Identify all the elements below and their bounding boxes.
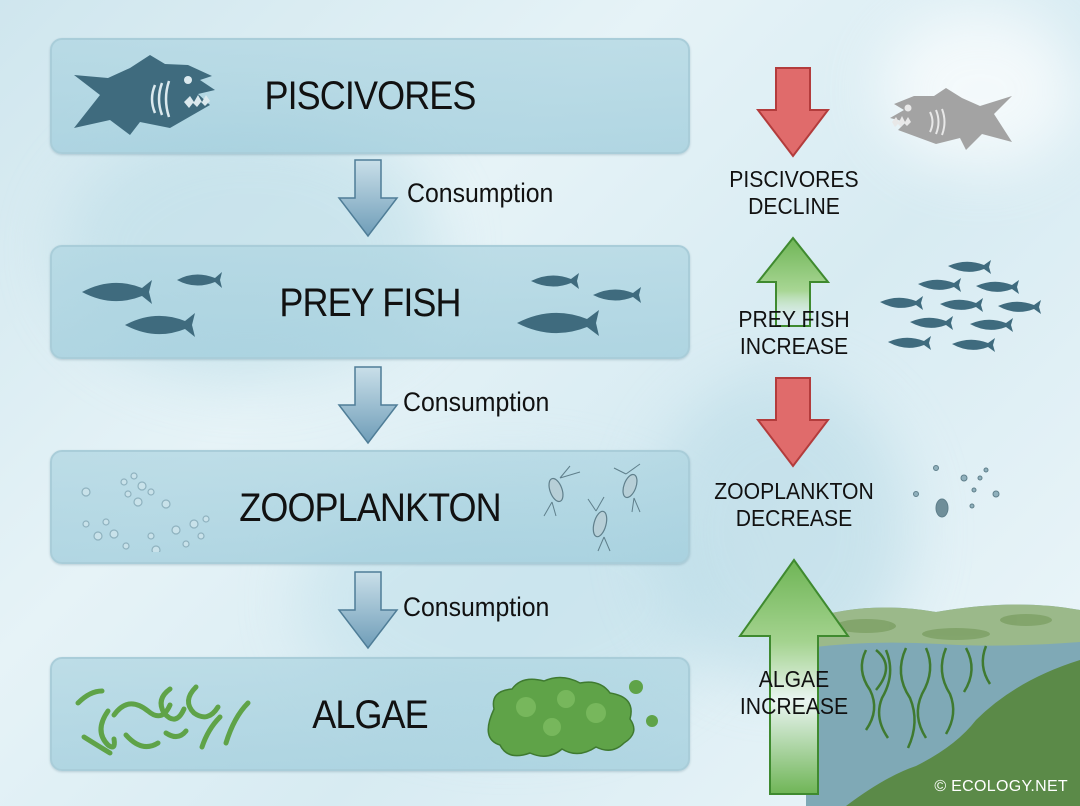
increase-arrow-icon xyxy=(756,236,830,327)
level-label: PREY FISH xyxy=(279,281,461,325)
gray-piranha-icon xyxy=(890,88,1012,150)
piranha-fish-icon xyxy=(74,55,215,135)
level-box-zooplankton: ZOOPLANKTON xyxy=(50,450,690,564)
level-label: ALGAE xyxy=(312,693,428,737)
consumption-flow-2: Consumption xyxy=(337,365,549,450)
algae-strands-icon xyxy=(75,684,251,756)
background-wash xyxy=(880,10,1080,170)
level-label: PISCIVORES xyxy=(264,74,476,118)
flow-label: Consumption xyxy=(403,387,550,417)
consumption-flow-3: Consumption xyxy=(337,570,549,655)
down-arrow-icon xyxy=(337,366,399,445)
effect-line: PISCIVORES xyxy=(729,166,859,192)
copepod-icon xyxy=(543,463,641,552)
sparse-plankton-icon xyxy=(913,465,1000,518)
effect-line: PREY FISH xyxy=(738,306,850,332)
small-fish-icon xyxy=(517,273,641,336)
decrease-arrow-icon xyxy=(756,377,830,468)
decline-arrow-icon xyxy=(756,67,830,158)
effect-line: INCREASE xyxy=(739,693,849,719)
fish-school-icon xyxy=(880,260,1041,352)
effect-zooplankton-decrease: ZOOPLANKTON DECREASE xyxy=(713,478,875,532)
effect-line: ALGAE xyxy=(758,666,830,692)
level-box-prey-fish: PREY FISH xyxy=(50,245,690,359)
effect-line: DECREASE xyxy=(735,505,853,531)
large-increase-arrow-icon xyxy=(738,558,850,795)
effect-algae-increase: ALGAE INCREASE xyxy=(722,666,866,720)
down-arrow-icon xyxy=(337,159,399,238)
effect-line: ZOOPLANKTON xyxy=(714,478,874,504)
effect-prey-fish-increase: PREY FISH INCREASE xyxy=(722,306,866,360)
effect-line: DECLINE xyxy=(748,193,840,219)
copyright-credit: © ECOLOGY.NET xyxy=(934,778,1068,795)
consumption-flow-1: Consumption xyxy=(337,158,553,243)
flow-label: Consumption xyxy=(403,592,550,622)
plankton-dots-icon xyxy=(81,472,210,552)
effect-piscivores-decline: PISCIVORES DECLINE xyxy=(722,166,866,220)
small-fish-icon xyxy=(82,272,222,337)
level-box-algae: ALGAE xyxy=(50,657,690,771)
level-box-piscivores: PISCIVORES xyxy=(50,38,690,154)
flow-label: Consumption xyxy=(407,178,554,208)
effect-line: INCREASE xyxy=(739,333,849,359)
lake-algae-bloom-illustration xyxy=(806,604,1080,806)
algae-clump-icon xyxy=(487,676,658,757)
level-label: ZOOPLANKTON xyxy=(239,486,501,530)
down-arrow-icon xyxy=(337,571,399,650)
